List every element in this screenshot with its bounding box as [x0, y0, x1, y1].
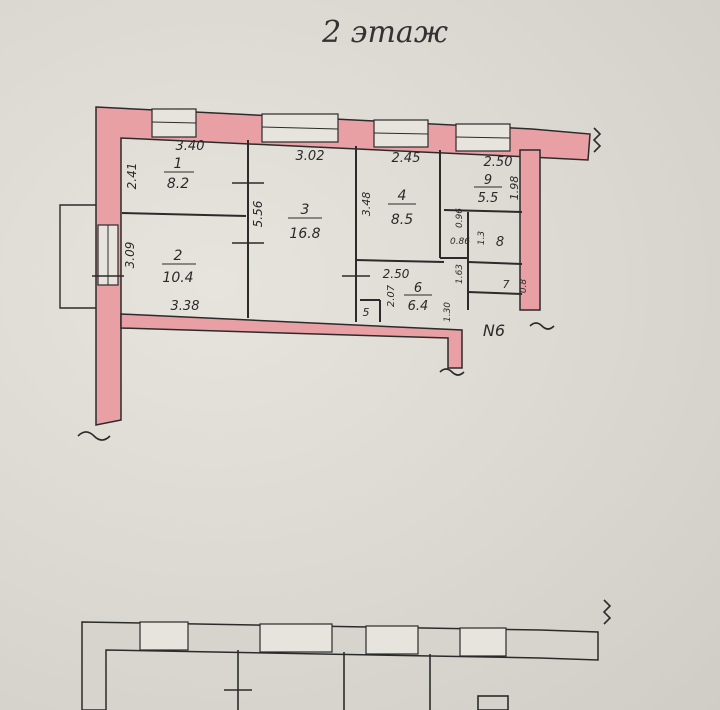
room-3: 3.02 3 16.8 5.56 — [251, 149, 324, 242]
room-3-width: 3.02 — [296, 149, 325, 164]
lower-plan-fragment — [81, 599, 612, 710]
break-marks — [77, 127, 602, 441]
dim-0-8: 0.8 — [519, 279, 529, 294]
room-2: 2 10.4 3.38 3.09 — [123, 242, 199, 314]
dim-0-86: 0.86 — [450, 237, 470, 247]
room-4-number: 4 — [398, 188, 407, 204]
room-2-depth: 3.09 — [123, 242, 137, 269]
room-7: 7 — [503, 278, 510, 291]
room-6-area: 6.4 — [408, 299, 429, 314]
room-8: 8 — [496, 235, 504, 250]
floor-title: 2 этаж — [321, 15, 448, 50]
bottom-wall — [120, 313, 463, 369]
room-4-depth: 3.48 — [360, 192, 373, 217]
room-9: 2.50 9 5.5 1.98 — [474, 155, 521, 206]
extra-dimensions: 0.86 1.3 0.96 1.63 0.8 1.30 — [443, 208, 529, 322]
apartment-number: N6 — [483, 321, 505, 340]
room-9-depth: 1.98 — [508, 176, 521, 201]
exterior-walls — [95, 106, 591, 426]
balcony-outline — [59, 204, 96, 309]
small-label-5: 5 — [363, 306, 370, 319]
room-7-number: 7 — [503, 278, 510, 291]
room-6-number: 6 — [414, 281, 422, 296]
room-9-width: 2.50 — [484, 155, 513, 170]
room-6-depth: 2.07 — [386, 284, 397, 307]
room-3-area: 16.8 — [289, 226, 320, 242]
room-1: 3.40 1 8.2 2.41 — [125, 139, 204, 192]
room-4-width: 2.45 — [392, 151, 421, 166]
window-sash-lines — [107, 121, 511, 285]
room-9-area: 5.5 — [478, 191, 499, 206]
room-3-number: 3 — [301, 202, 310, 218]
room-1-width: 3.40 — [176, 139, 205, 154]
dim-1-30: 1.30 — [443, 302, 453, 322]
room-1-depth: 2.41 — [125, 163, 139, 190]
room-2-width: 3.38 — [171, 299, 200, 314]
dim-0-96: 0.96 — [455, 208, 465, 228]
door-marks — [92, 182, 370, 277]
room-4: 2.45 4 8.5 3.48 — [360, 151, 420, 228]
room-4-area: 8.5 — [391, 212, 413, 228]
dim-1-63: 1.63 — [455, 264, 465, 284]
room-6-width: 2.50 — [383, 267, 410, 281]
interior-partitions — [121, 140, 523, 322]
room-1-area: 8.2 — [167, 176, 189, 192]
dim-1-3: 1.3 — [477, 231, 487, 246]
room-3-depth: 5.56 — [251, 200, 265, 227]
room-2-area: 10.4 — [162, 270, 193, 286]
room-9-number: 9 — [484, 173, 492, 188]
room-1-number: 1 — [174, 156, 183, 172]
room-2-number: 2 — [174, 248, 183, 264]
room-8-number: 8 — [496, 235, 504, 250]
room-6: 2.50 6 6.4 2.07 5 — [363, 267, 432, 319]
